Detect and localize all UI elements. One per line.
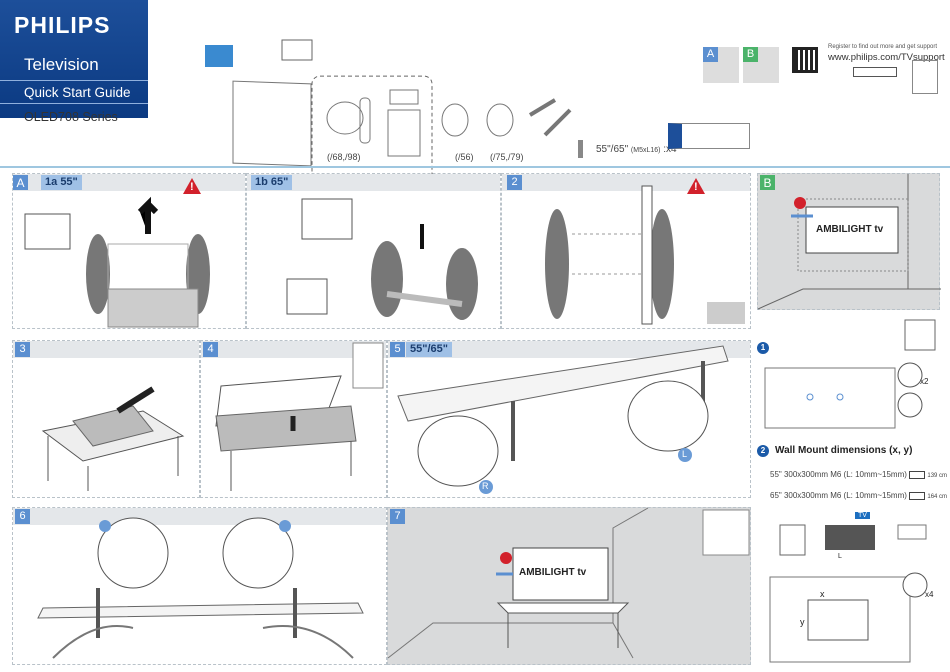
wallmount-size-55: 139 cm (927, 473, 948, 479)
cord-label-2: (/56) (455, 152, 474, 162)
wallmount-step1-illustration (764, 319, 936, 429)
wallmount-title: Wall Mount dimensions (x, y) (775, 445, 913, 456)
section-b-label: B (760, 175, 775, 190)
step-5-num: 5 (390, 342, 405, 357)
right-foot-label: R (482, 481, 489, 491)
step-6-num: 6 (15, 509, 30, 524)
divider (0, 166, 950, 168)
step-3-num: 3 (15, 342, 30, 357)
step-1a-num: 1a (45, 176, 58, 188)
ambilight-label: AMBILIGHT tv (816, 224, 884, 235)
tv-size-icon (909, 470, 926, 479)
option-b-label: B (743, 47, 758, 62)
panel-1b: 1b 65" (246, 173, 501, 329)
unpack-65-illustration (286, 198, 478, 320)
tv-size-icon (909, 491, 926, 500)
wallmount-spec-65: 65" 300x300mm M6 (L: 10mm~15mm) (770, 491, 907, 500)
panel-b: B AMBILIGHT tv (757, 173, 941, 310)
wallmount-row-65: 65" 300x300mm M6 (L: 10mm~15mm) 164 cm (770, 491, 947, 500)
screws-qty: x2 (920, 377, 929, 386)
ambilight-label-7: AMBILIGHT tv (519, 567, 587, 578)
series-name: OLED708 Series (24, 110, 118, 124)
step-1b-size: 65" (270, 176, 289, 188)
carry-tv-illustration (545, 185, 745, 325)
screw-type: (M5xL16) (630, 147, 661, 154)
left-foot-label: L (682, 449, 688, 459)
wallmount-step-1: 1 (757, 342, 769, 354)
philips-logo: PHILIPS (14, 12, 111, 38)
panel-1a: A 1a 55" (12, 173, 246, 329)
panel-7: 7 AMBILIGHT tv (387, 507, 751, 665)
product-title: Television (24, 55, 99, 74)
step-1b-num: 1b (255, 176, 268, 188)
step-1a: 1a 55" (41, 175, 82, 190)
warning-icon (183, 178, 201, 194)
step-7-num: 7 (390, 509, 405, 524)
cord-label-1: (/68,/98) (327, 152, 361, 162)
box-contents-illustration (205, 39, 583, 189)
panel-4: 4 (200, 340, 387, 498)
panel-3: 3 (12, 340, 200, 498)
option-b-thumb: B (743, 47, 779, 83)
step-4-num: 4 (203, 342, 218, 357)
wallmount-spec-55: 55" 300x300mm M6 (L: 10mm~15mm) (770, 470, 907, 479)
panel-2: 2 (501, 173, 751, 329)
wallmount-row-55: 55" 300x300mm M6 (L: 10mm~15mm) 139 cm (770, 470, 947, 479)
x-label: x (820, 589, 825, 599)
screw-stand-illustration (37, 517, 364, 659)
panel-6: 6 (12, 507, 387, 665)
guide-title: Quick Start Guide (0, 80, 148, 104)
search-box[interactable] (853, 67, 897, 77)
quick-guide-booklet (668, 123, 750, 149)
step-5-size: 55"/65" (406, 342, 452, 357)
wallmount-step2-illustration (769, 524, 928, 663)
register-text: Register to find out more and get suppor… (828, 44, 938, 50)
y-label: y (800, 617, 805, 627)
screw-qty: :x4 (663, 144, 677, 155)
section-a-label: A (13, 175, 28, 190)
option-a-thumb: A (703, 47, 739, 83)
attach-stand-illustration (397, 345, 729, 494)
tv-on-table-illustration (387, 507, 750, 659)
cord-label-3: (/75,/79) (490, 152, 524, 162)
screws-qty-4: x4 (925, 590, 934, 599)
support-url[interactable]: www.philips.com/TVsupport (828, 52, 945, 63)
tv-tag: TV (855, 512, 870, 519)
support-page-thumb (912, 60, 938, 94)
panel-5: 5 55"/65" R L (387, 340, 751, 498)
qr-code (792, 47, 818, 73)
wall-mount-illustration (757, 174, 941, 310)
wallmount-step-2: 2 (757, 445, 769, 457)
tv-face-down-illustration (215, 342, 384, 491)
brand-block (0, 0, 148, 118)
l-label: L (838, 553, 842, 560)
step-1b: 1b 65" (251, 175, 293, 190)
screw-spec: 55"/65" (M5xL16) :x4 (596, 144, 677, 155)
wallmount-size-65: 164 cm (927, 494, 948, 500)
cloth-on-table-illustration (41, 386, 185, 491)
unpack-55-illustration (24, 196, 210, 328)
warning-icon (687, 178, 705, 194)
screw-sizes: 55"/65" (596, 144, 629, 155)
step-1a-size: 55" (60, 176, 78, 188)
step-2-num: 2 (507, 175, 522, 190)
option-a-label: A (703, 47, 718, 62)
